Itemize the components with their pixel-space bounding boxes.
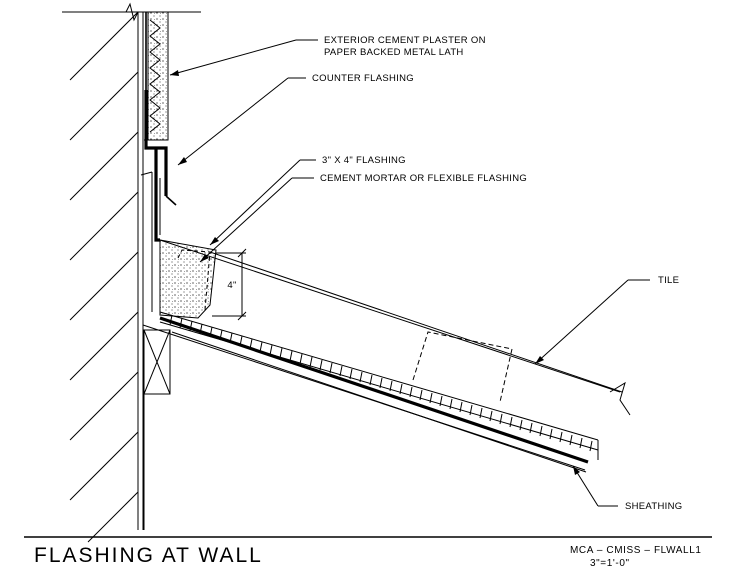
label-tile: TILE [658, 275, 679, 286]
label-sheathing: SHEATHING [625, 501, 682, 512]
label-mortar: CEMENT MORTAR OR FLEXIBLE FLASHING [320, 173, 527, 184]
roof-sheathing [142, 316, 599, 473]
leader-tile [534, 279, 650, 365]
drawing-title: FLASHING AT WALL [34, 544, 263, 567]
label-plaster-line1: EXTERIOR CEMENT PLASTER ON [324, 35, 486, 46]
drawing-reference: MCA – CMISS – FLWALL1 [570, 545, 702, 556]
tile-hidden-line [412, 331, 513, 403]
label-plaster-line2: PAPER BACKED METAL LATH [324, 47, 464, 58]
dimension-4in-label: 4" [227, 280, 236, 291]
wall-hatch [62, 11, 201, 543]
drawing-scale: 3"=1'-0" [590, 558, 630, 569]
leader-plaster [169, 39, 318, 76]
tile-battens [159, 311, 599, 452]
base-flashing [154, 148, 160, 242]
leader-sheathing [572, 465, 618, 507]
cement-plaster [144, 11, 169, 141]
label-3x4-flashing: 3" X 4" FLASHING [322, 155, 406, 166]
dimension-4in [212, 248, 247, 321]
break-symbol [125, 2, 139, 22]
leader-mortar [199, 177, 314, 263]
label-counter-flashing: COUNTER FLASHING [312, 73, 414, 84]
wall-blocking [143, 329, 171, 530]
leader-3x4-flashing [209, 159, 316, 246]
leader-counter-flashing [177, 77, 306, 166]
tile-outline [159, 239, 631, 416]
